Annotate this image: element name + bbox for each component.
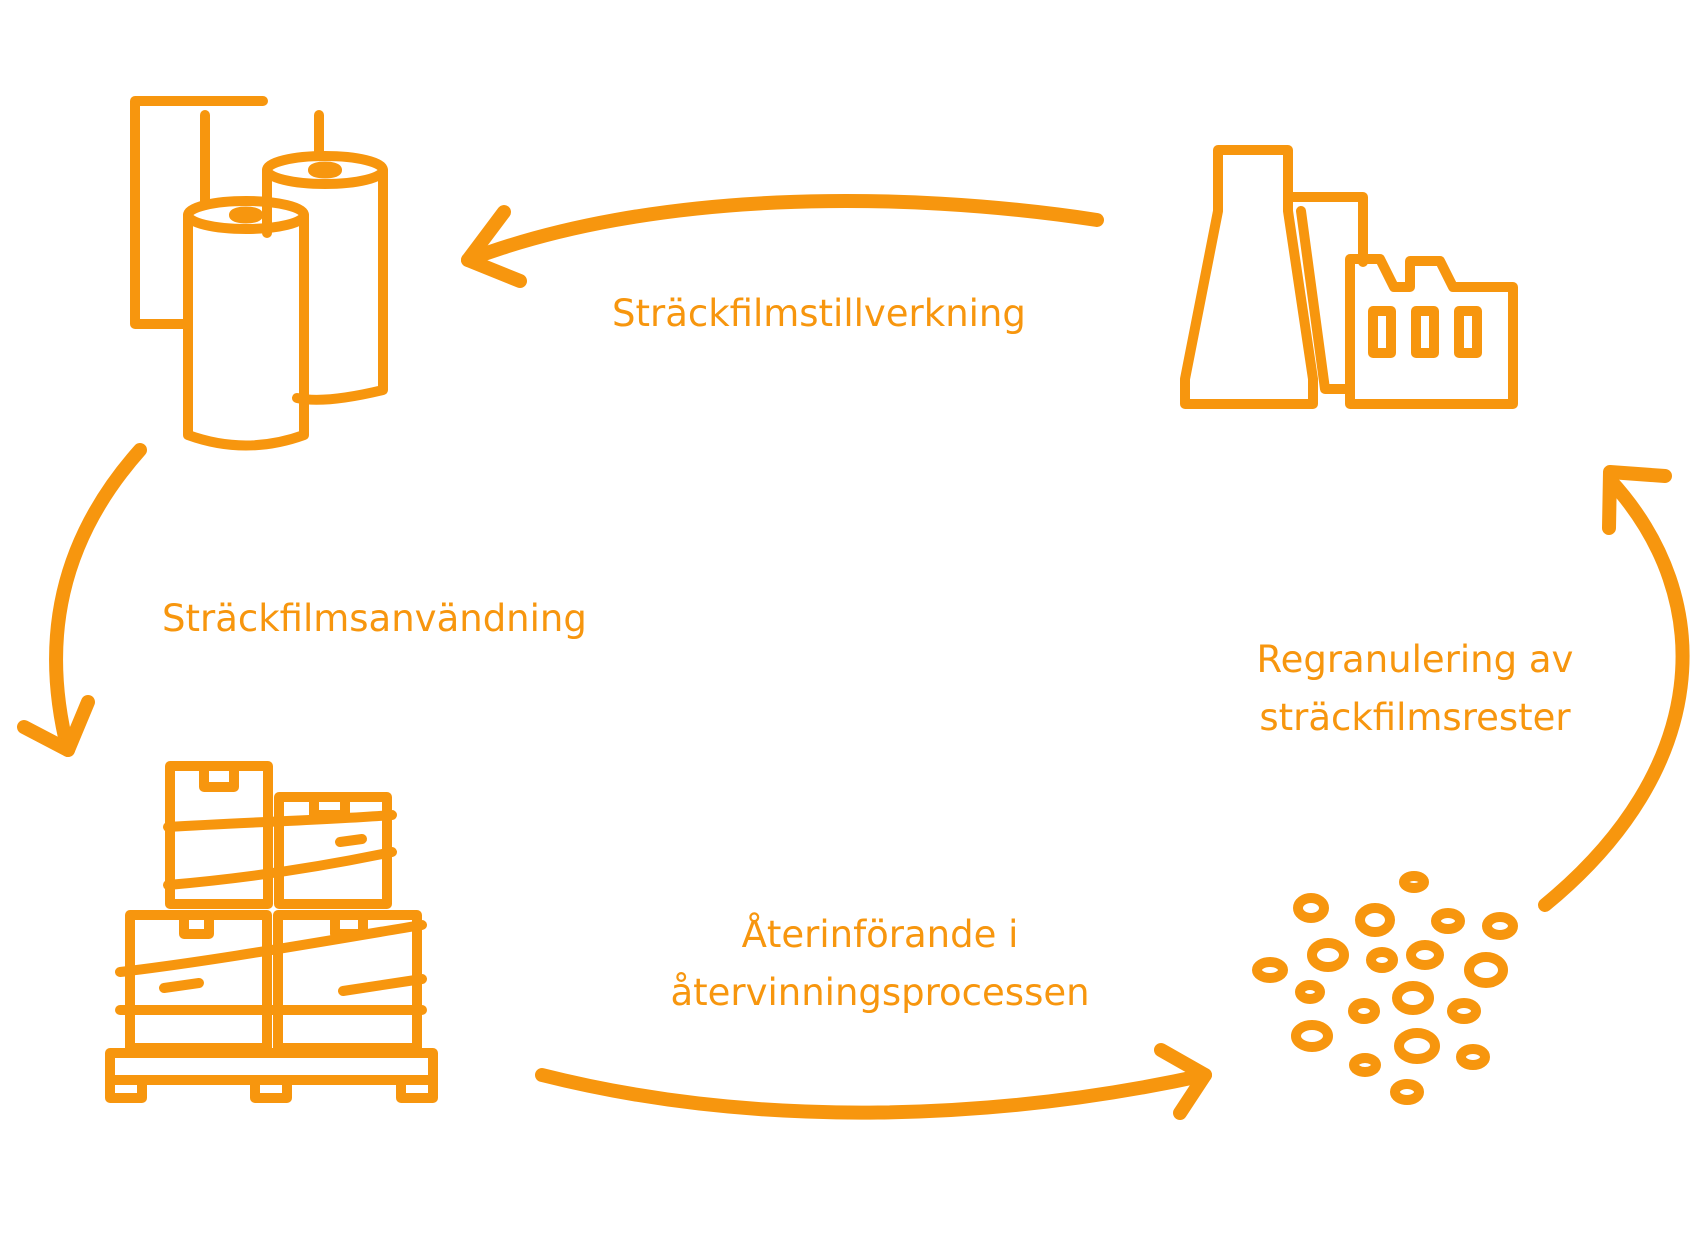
arrow-usage	[17, 443, 147, 757]
label-reintroduction-line-2: återvinningsprocessen	[670, 971, 1090, 1014]
stretch-film-rolls-icon	[130, 96, 388, 451]
label-reintroduction: Återinförande i återvinningsprocessen	[670, 906, 1090, 1022]
factory-icon	[1180, 145, 1518, 409]
arrow-regranulation	[1538, 465, 1690, 912]
label-regranulation-line-1: Regranulering av	[1256, 638, 1574, 681]
label-usage: Sträckfilmsanvändning	[162, 597, 587, 640]
wrapped-pallet-icon	[105, 761, 438, 1103]
label-regranulation: Regranulering av sträckfilmsrester	[1230, 631, 1600, 747]
label-regranulation-line-2: sträckfilmsrester	[1259, 696, 1571, 739]
arrow-production	[461, 193, 1104, 288]
plastic-granules-icon	[1252, 871, 1518, 1105]
label-production: Sträckfilmstillverkning	[612, 292, 1026, 335]
label-reintroduction-line-1: Återinförande i	[741, 913, 1019, 956]
arrow-reintroduction	[535, 1043, 1212, 1120]
